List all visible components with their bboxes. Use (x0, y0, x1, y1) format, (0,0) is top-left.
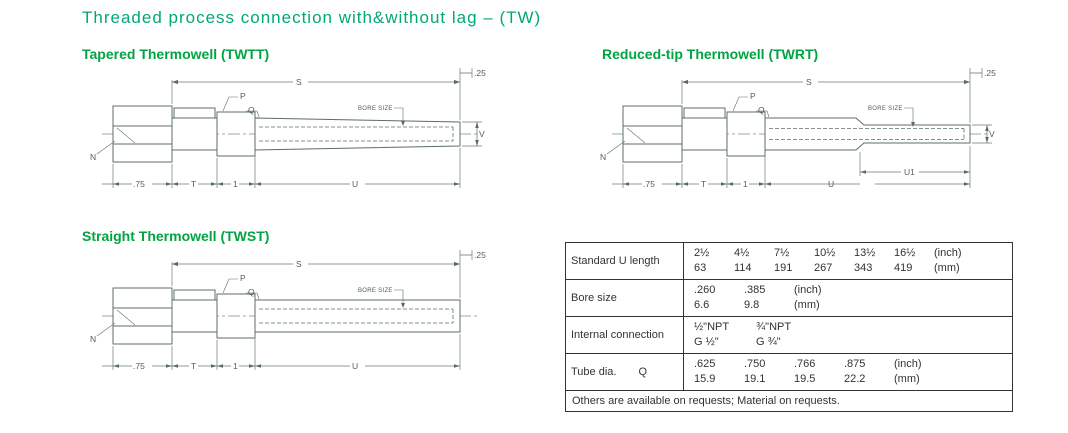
twst-dim-75: .75 (133, 361, 145, 371)
twst-dim-n: N (90, 334, 96, 344)
unit-label: (inch) (894, 358, 922, 370)
row-label: Internal connection (571, 329, 664, 341)
cell-value: .766 (794, 358, 816, 370)
twst-dims: S .25 P Q BORE SIZE N (90, 250, 486, 371)
cell-value: 22.2 (844, 373, 866, 385)
cell-value: .260 (694, 284, 716, 296)
twtt-dim-p: P (240, 91, 246, 101)
twtt-dim-75: .75 (133, 179, 145, 189)
unit-label: (mm) (794, 299, 820, 311)
twrt-dim-75: .75 (643, 179, 655, 189)
twtt-dim-q: Q (248, 105, 255, 115)
cell-value: 19.1 (744, 373, 766, 385)
cell-value: 9.8 (744, 299, 760, 311)
twrt-dim-q: Q (758, 105, 765, 115)
twst-dim-p: P (240, 273, 246, 283)
row-label-q: Q (638, 366, 648, 378)
twst-part (112, 287, 461, 345)
twtt-dim-u: U (352, 179, 358, 189)
twtt-dim-bore-size: BORE SIZE (358, 106, 393, 112)
twst-heading: Straight Thermowell (TWST) (82, 228, 270, 244)
spec-table: Standard U length 2½ 4½ 7½ 10½ 13½ 16½ (… (565, 242, 1013, 412)
cell-value: G ½" (694, 336, 719, 348)
cell-value: 7½ (774, 247, 790, 259)
twrt-part (622, 105, 971, 163)
cell-value: 343 (854, 262, 873, 274)
cell-value: 419 (894, 262, 913, 274)
cell-value: .385 (744, 284, 766, 296)
twst-drawing: S .25 P Q BORE SIZE N (90, 250, 486, 371)
cell-value: ¾"NPT (756, 321, 792, 333)
table-footer: Others are available on requests; Materi… (572, 395, 840, 407)
unit-label: (mm) (934, 262, 960, 274)
cell-value: 16½ (894, 247, 916, 259)
twrt-dim-quarter: .25 (984, 68, 996, 78)
twtt-drawing: S .25 P Q BORE SIZE V N (90, 68, 486, 189)
twtt-dim-v: V (479, 129, 485, 139)
cell-value: 13½ (854, 247, 876, 259)
cell-value: 267 (814, 262, 833, 274)
unit-label: (inch) (794, 284, 822, 296)
twrt-dims: S .25 P Q BORE SIZE V N (600, 68, 996, 189)
twst-dim-bore-size: BORE SIZE (358, 288, 393, 294)
twtt-dim-quarter: .25 (474, 68, 486, 78)
twst-dim-u: U (352, 361, 358, 371)
cell-value: 114 (734, 262, 752, 274)
twrt-dim-1: 1 (743, 179, 748, 189)
cell-value: 10½ (814, 247, 836, 259)
page-title: Threaded process connection with&without… (82, 8, 542, 27)
twtt-dim-t: T (191, 179, 196, 189)
cell-value: 4½ (734, 247, 750, 259)
twrt-dim-v: V (989, 129, 995, 139)
twtt-dim-n: N (90, 152, 96, 162)
table-row-standard-u-length: Standard U length 2½ 4½ 7½ 10½ 13½ 16½ (… (566, 243, 1012, 280)
twst-dim-s: S (296, 259, 302, 269)
twtt-dims: S .25 P Q BORE SIZE V N (90, 68, 486, 189)
twrt-heading: Reduced-tip Thermowell (TWRT) (602, 46, 819, 62)
cell-value: 63 (694, 262, 707, 274)
twst-dim-t: T (191, 361, 196, 371)
cell-value: 6.6 (694, 299, 710, 311)
cell-value: G ¾" (756, 336, 781, 348)
table-row-internal-connection: Internal connection ½"NPT ¾"NPT G ½" G ¾… (566, 317, 1012, 354)
twrt-dim-t: T (701, 179, 706, 189)
twrt-dim-s: S (806, 77, 812, 87)
cell-value: .875 (844, 358, 866, 370)
cell-value: 191 (774, 262, 793, 274)
cell-value: 19.5 (794, 373, 816, 385)
cell-value: 2½ (694, 247, 710, 259)
cell-value: .750 (744, 358, 766, 370)
row-label: Tube dia. (571, 366, 617, 378)
unit-label: (mm) (894, 373, 920, 385)
row-label: Bore size (571, 292, 617, 304)
twst-dim-1: 1 (233, 361, 238, 371)
twrt-dim-p: P (750, 91, 756, 101)
twtt-heading: Tapered Thermowell (TWTT) (82, 46, 270, 62)
twtt-dim-1: 1 (233, 179, 238, 189)
cell-value: ½"NPT (694, 321, 730, 333)
twrt-dim-bore-size: BORE SIZE (868, 106, 903, 112)
twst-dim-q: Q (248, 287, 255, 297)
table-row-bore-size: Bore size .260 .385 (inch) 6.6 9.8 (mm) (566, 280, 1012, 317)
twtt-part (112, 105, 461, 163)
unit-label: (inch) (934, 247, 962, 259)
cell-value: 15.9 (694, 373, 716, 385)
twrt-dim-u: U (828, 179, 834, 189)
twrt-dim-u1: U1 (904, 167, 915, 177)
twrt-drawing: S .25 P Q BORE SIZE V N (600, 68, 996, 189)
twtt-dim-s: S (296, 77, 302, 87)
twrt-dim-n: N (600, 152, 606, 162)
row-label: Standard U length (571, 255, 660, 267)
table-row-tube-dia: Tube dia. Q .625 .750 .766 .875 (inch) 1… (566, 354, 1012, 391)
cell-value: .625 (694, 358, 716, 370)
twst-dim-quarter: .25 (474, 250, 486, 260)
